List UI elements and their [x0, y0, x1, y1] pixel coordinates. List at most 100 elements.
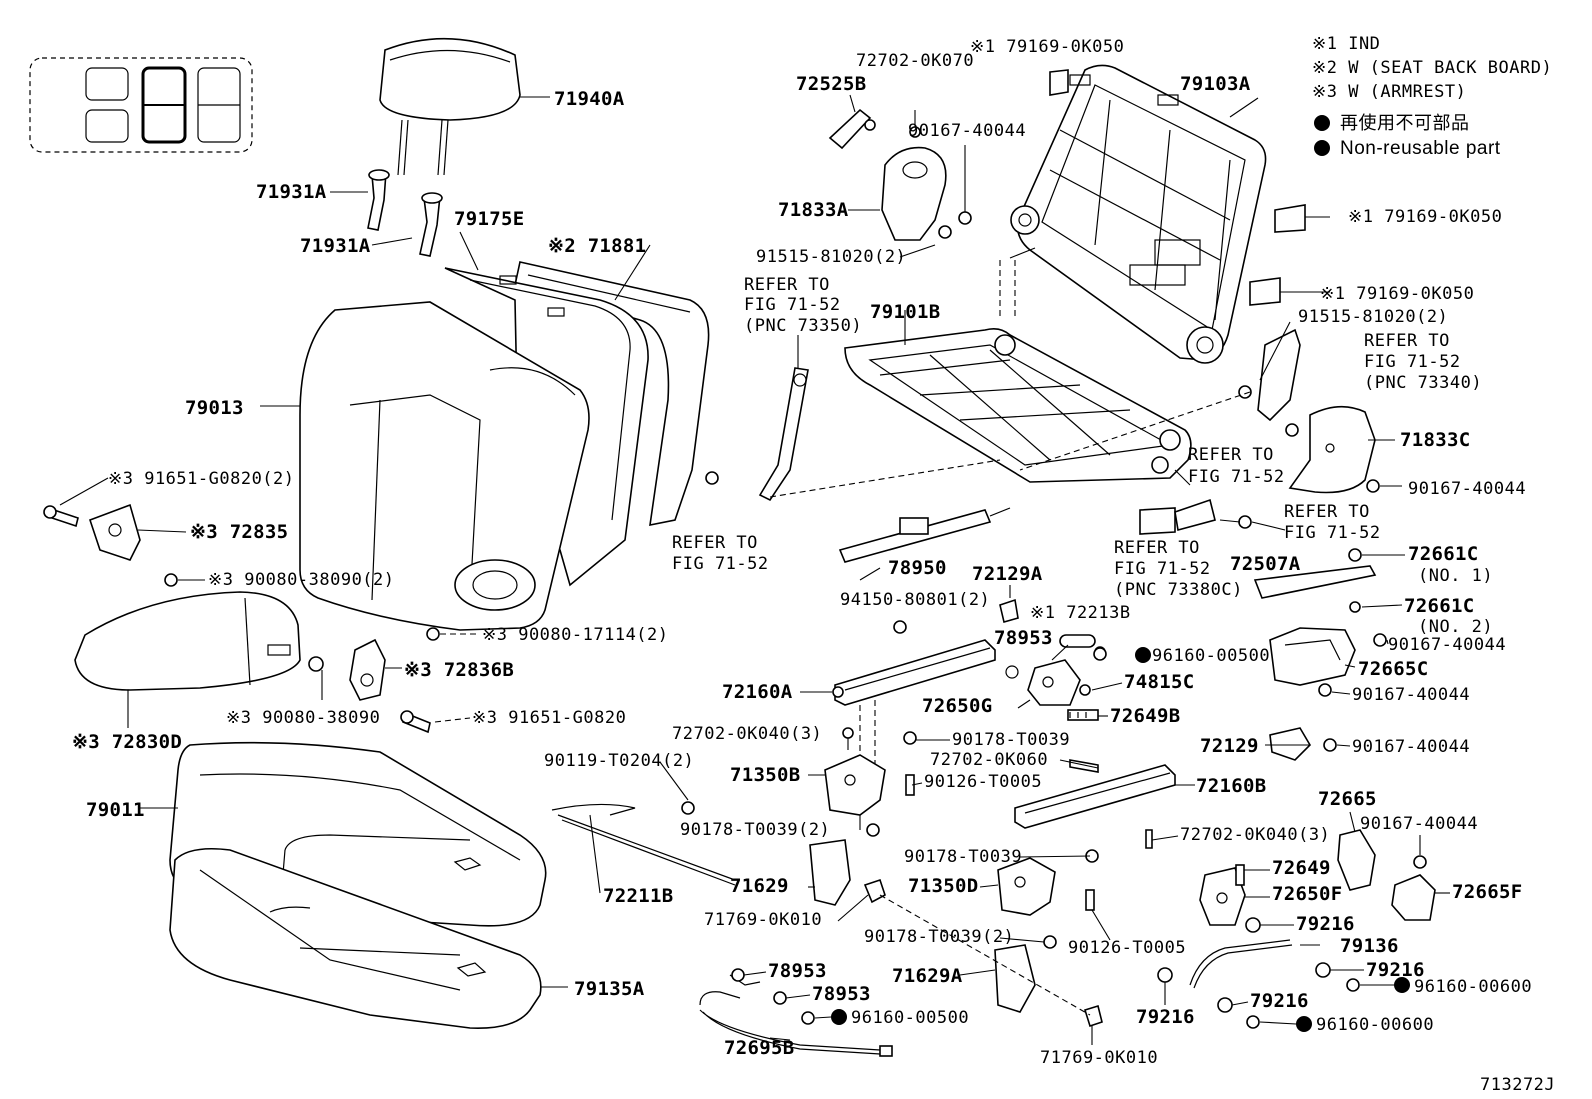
part-label: FIG 71-52	[1284, 523, 1381, 543]
part-label: 78950	[888, 557, 947, 579]
bolt-set	[43, 477, 480, 734]
headrest-support	[330, 169, 443, 257]
release-cable	[699, 968, 893, 1057]
control-rod	[551, 803, 1320, 989]
part-labels: 71940A 71931A 71931A 79175E ※2 71881 790…	[72, 37, 1532, 1068]
part-label: 72702-0K060	[930, 750, 1048, 770]
part-label: 79216	[1250, 990, 1309, 1012]
part-label: (PNC 73350)	[744, 316, 862, 336]
part-label: 90167-40044	[1388, 635, 1506, 655]
frame-clip	[1049, 69, 1330, 306]
part-label: FIG 71-52	[672, 554, 769, 574]
lock-bracket	[824, 659, 1246, 926]
part-label: REFER TO	[1284, 502, 1370, 522]
legend: ※1 IND ※2 W (SEAT BACK BOARD) ※3 W (ARMR…	[1312, 34, 1552, 159]
part-label: 78953	[768, 960, 827, 982]
part-label: 90167-40044	[908, 121, 1026, 141]
part-label: REFER TO	[744, 275, 830, 295]
headrest	[379, 37, 550, 176]
part-label: 90167-40044	[1352, 737, 1470, 757]
part-label: ※3 72835	[190, 521, 288, 543]
part-label: ※1 72213B	[1030, 603, 1131, 623]
part-label: (PNC 73380C)	[1114, 580, 1243, 600]
part-label: 72702-0K070	[856, 51, 974, 71]
part-label: 74815C	[1124, 671, 1194, 693]
part-label: 79103A	[1180, 73, 1251, 95]
legend-note-ind: ※1 IND	[1312, 34, 1380, 54]
part-label: 72649	[1272, 857, 1331, 879]
part-label: 79175E	[454, 208, 524, 230]
part-label: (PNC 73340)	[1364, 373, 1482, 393]
part-label: 78953	[994, 627, 1053, 649]
part-label: 72695B	[724, 1037, 794, 1059]
part-label: 96160-00600	[1414, 977, 1532, 997]
part-label: 90126-T0005	[1068, 938, 1186, 958]
part-label: REFER TO	[1188, 445, 1274, 465]
part-label: ※3 91651-G0820(2)	[108, 469, 295, 489]
legend-non-reusable-jp: 再使用不可部品	[1340, 113, 1470, 134]
part-label: FIG 71-52	[1188, 467, 1285, 487]
part-label: 72160B	[1196, 775, 1266, 797]
part-label: 91515-81020(2)	[756, 247, 906, 267]
part-label: ※3 90080-17114(2)	[482, 625, 669, 645]
part-label: 72160A	[722, 681, 793, 703]
part-label: 72702-0K040(3)	[672, 724, 822, 744]
part-label: 90178-T0039	[904, 847, 1022, 867]
part-label: ※3 91651-G0820	[472, 708, 626, 728]
part-label: 71769-0K010	[704, 910, 822, 930]
part-label: 79013	[185, 397, 244, 419]
part-label: 79136	[1340, 935, 1399, 957]
part-label: 72211B	[603, 885, 673, 907]
part-label: REFER TO	[672, 533, 758, 553]
armrest	[74, 591, 301, 691]
part-label: 96160-00600	[1316, 1015, 1434, 1035]
part-label: 72525B	[796, 73, 866, 95]
part-label: ※3 72830D	[72, 731, 182, 753]
part-label: 72129A	[972, 563, 1043, 585]
strap	[838, 507, 1011, 563]
part-label: 79216	[1296, 913, 1355, 935]
part-label: ※1 79169-0K050	[1348, 207, 1502, 227]
part-label: 91515-81020(2)	[1298, 307, 1448, 327]
part-label: 71940A	[554, 88, 625, 110]
part-label: 72507A	[1230, 553, 1301, 575]
part-label: 90178-T0039	[952, 730, 1070, 750]
part-label: 79216	[1136, 1006, 1195, 1028]
armrest-hinge-bracket	[88, 503, 386, 701]
part-label: FIG 71-52	[1364, 352, 1461, 372]
part-label: 71350D	[908, 875, 978, 897]
leader-lines	[127, 231, 1450, 1045]
seat-cushion-pad	[169, 847, 568, 1029]
seat-track-inner	[800, 585, 1019, 785]
non-reusable-marker	[831, 115, 1410, 1032]
legend-note-seat-back-board: ※2 W (SEAT BACK BOARD)	[1312, 58, 1552, 78]
part-label: 72650F	[1272, 883, 1342, 905]
part-label: 71931A	[256, 181, 327, 203]
part-label: ※3 72836B	[404, 659, 514, 681]
part-label: 72665	[1318, 788, 1377, 810]
part-label: 90119-T0204(2)	[544, 751, 694, 771]
part-label: 71629	[730, 875, 789, 897]
bracket-cover	[1253, 548, 1436, 921]
seat-layout-icon	[29, 57, 253, 153]
part-label: 72650G	[922, 695, 992, 717]
legend-non-reusable-en: Non-reusable part	[1340, 138, 1501, 159]
part-label: 90178-T0039(2)	[680, 820, 830, 840]
part-label: 78953	[812, 983, 871, 1005]
part-label: 71931A	[300, 235, 371, 257]
recliner-cover	[828, 94, 972, 258]
part-label: 96160-00500	[1152, 646, 1270, 666]
part-label: 90126-T0005	[924, 772, 1042, 792]
side-cover	[1288, 405, 1402, 494]
part-label: ※1 79169-0K050	[970, 37, 1124, 57]
part-label: 71833A	[778, 199, 849, 221]
seat-cushion-frame	[844, 310, 1192, 483]
part-label: 72661C	[1404, 595, 1474, 617]
part-label: 72661C	[1408, 543, 1478, 565]
part-label: FIG 71-52	[744, 295, 841, 315]
part-label: 94150-80801(2)	[840, 590, 990, 610]
part-label: 72129	[1200, 735, 1259, 757]
part-label: 71769-0K010	[1040, 1048, 1158, 1068]
part-label: FIG 71-52	[1114, 559, 1211, 579]
